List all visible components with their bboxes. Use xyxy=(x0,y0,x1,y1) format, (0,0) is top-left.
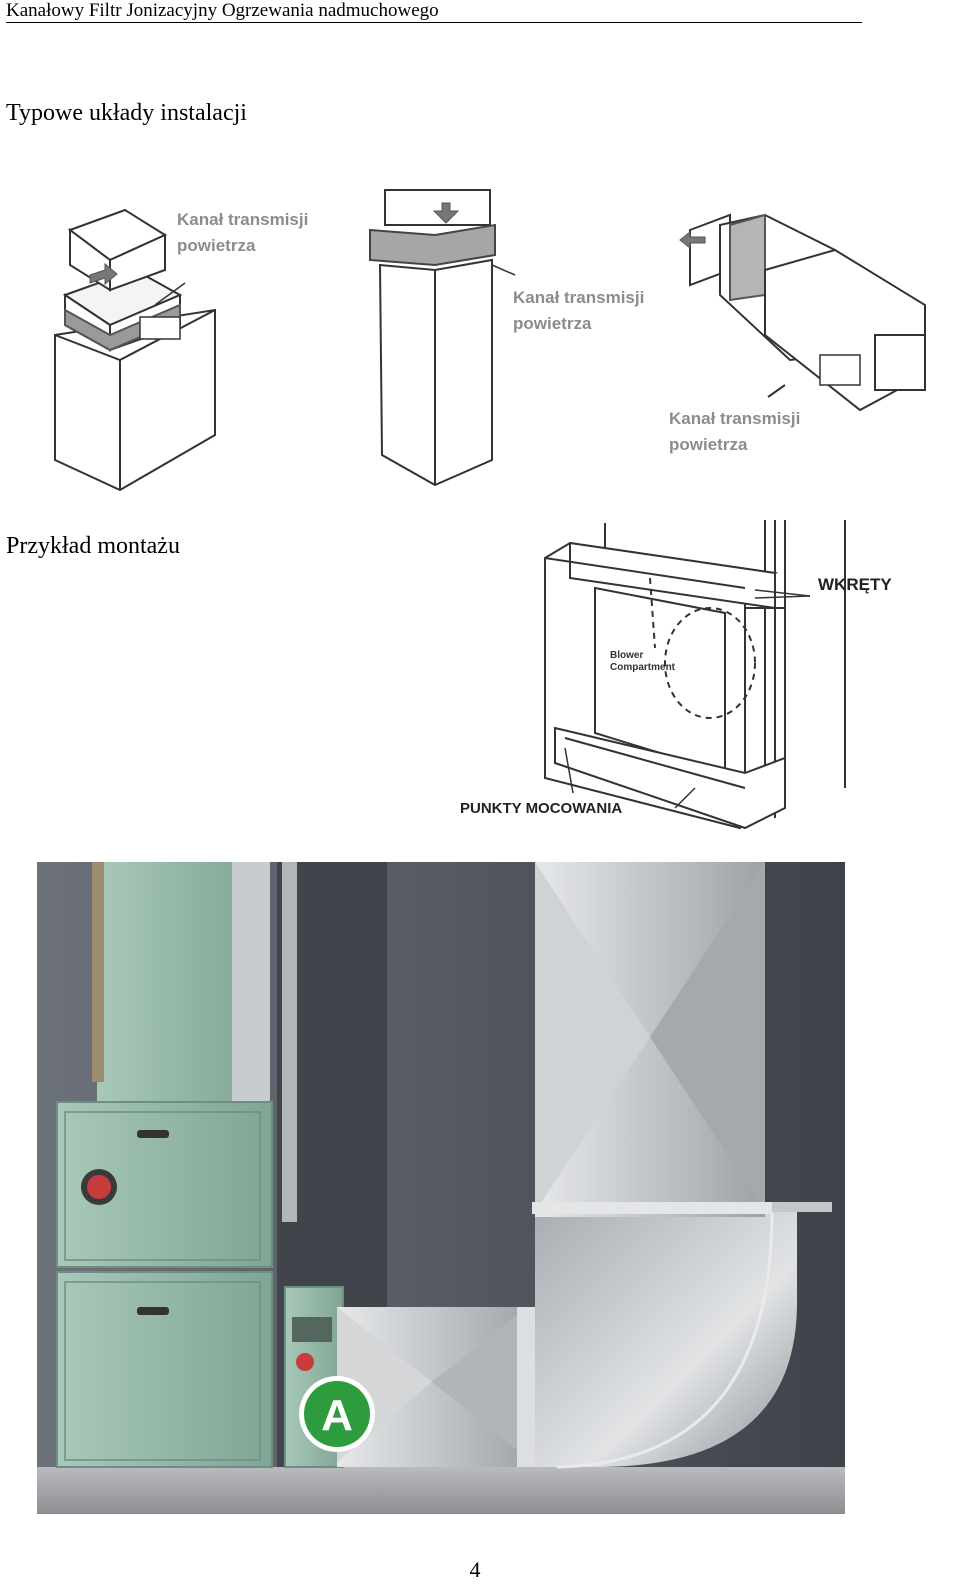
section-heading-typical-layouts: Typowe układy instalacji xyxy=(6,100,247,126)
middle-label-line2: powietrza xyxy=(513,314,592,333)
blower-label-line1: Blower xyxy=(610,650,643,661)
running-header: Kanałowy Filtr Jonizacyjny Ogrzewania na… xyxy=(6,0,439,21)
middle-label-line1: Kanał transmisji xyxy=(513,288,644,307)
furnace-photo-illustration: A xyxy=(37,862,845,1514)
screws-label: WKRĘTY xyxy=(818,575,892,594)
badge-a-label: A xyxy=(321,1391,353,1440)
section-heading-mount-example: Przykład montażu xyxy=(6,533,180,559)
mounting-diagram: WKRĘTY Blower Compartment PUNKTY MOCOWAN… xyxy=(455,518,900,838)
right-label-line1: Kanał transmisji xyxy=(669,409,800,428)
installation-sketches: Kanał transmisji powietrza Kanał transmi… xyxy=(54,189,926,492)
blower-label-line2: Compartment xyxy=(610,662,676,673)
installation-layouts-figure: Kanał transmisji powietrza Kanał transmi… xyxy=(30,185,940,495)
left-label-line2: powietrza xyxy=(177,236,256,255)
mount-points-label: PUNKTY MOCOWANIA xyxy=(460,800,622,817)
header-rule xyxy=(6,22,862,23)
furnace-duct-render: A xyxy=(37,862,845,1514)
sketch-right-horizontal-duct xyxy=(679,213,926,412)
mounting-sketch: WKRĘTY Blower Compartment PUNKTY MOCOWAN… xyxy=(460,520,892,830)
page-number: 4 xyxy=(469,1557,481,1582)
sketch-left-furnace xyxy=(54,208,216,492)
left-label-line1: Kanał transmisji xyxy=(177,210,308,229)
sketch-middle-vertical-duct xyxy=(369,189,516,487)
right-label-line2: powietrza xyxy=(669,435,748,454)
